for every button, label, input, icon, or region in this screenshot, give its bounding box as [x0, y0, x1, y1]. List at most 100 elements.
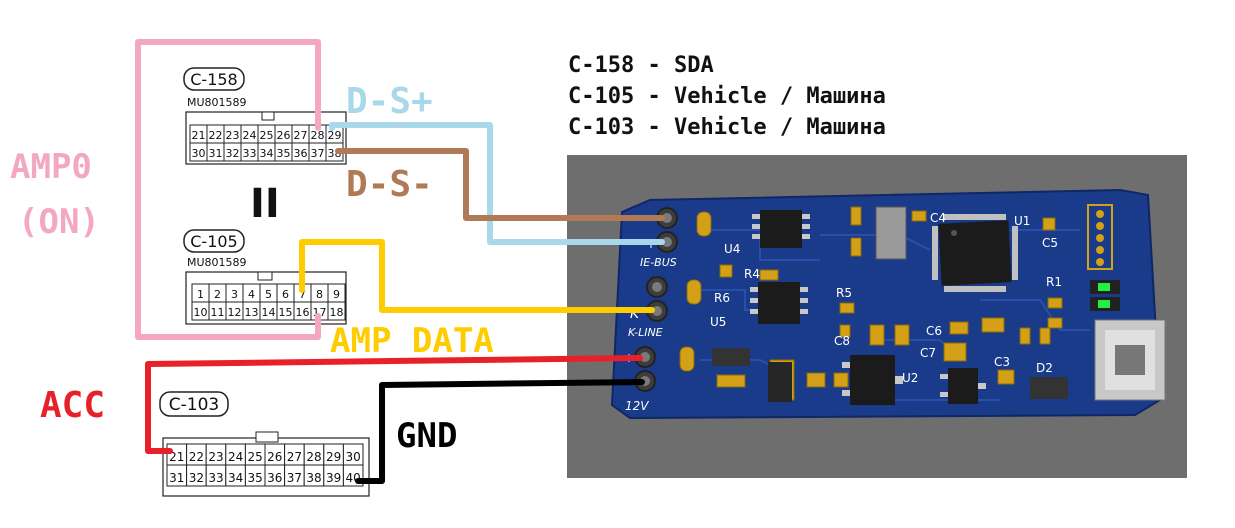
pin-number: 35 [277, 147, 291, 160]
ic-u1 [932, 214, 1018, 292]
pin-number: 3 [231, 288, 238, 301]
pin-number: 25 [248, 450, 263, 464]
equals-mark: II [250, 181, 280, 227]
pin-number: 35 [248, 471, 263, 485]
pin-number: 26 [267, 450, 282, 464]
board-label-kline: K-LINE [628, 326, 663, 339]
diode-d2 [1030, 377, 1068, 399]
wire-black-gnd [355, 379, 645, 484]
pin-number: 29 [326, 450, 341, 464]
ref-d2: D2 [1036, 361, 1053, 375]
pin-number: 24 [228, 450, 243, 464]
pin-number: 27 [294, 129, 308, 142]
pin-number: 2 [214, 288, 221, 301]
led-indicators [1090, 280, 1120, 311]
label-on: (ON) [18, 202, 100, 242]
pin-number: 28 [306, 450, 321, 464]
pin-number: 29 [328, 129, 342, 142]
pin-number: 11 [211, 306, 225, 319]
ref-u4: U4 [724, 242, 740, 256]
pin-number: 36 [294, 147, 308, 160]
label-amp-data: AMP DATA [330, 321, 494, 361]
terminal-block-top [656, 207, 678, 253]
pin-number: 32 [189, 471, 204, 485]
wire-yellow-amp-data [299, 239, 655, 313]
pin-cell [327, 301, 346, 321]
pin-number: 21 [192, 129, 206, 142]
label-gnd: GND [396, 416, 457, 456]
pin-number: 21 [169, 450, 184, 464]
pin-number: 8 [316, 288, 323, 301]
pin-number: 22 [209, 129, 223, 142]
ref-c4: C4 [930, 211, 946, 225]
pcb-board: - + IE-BUS K K-LINE + - 12V U4 R4 R6 U5 … [610, 188, 1166, 420]
ref-u2: U2 [902, 371, 918, 385]
ref-r4: R4 [744, 267, 760, 281]
pin-number: 39 [326, 471, 341, 485]
pin-number: 23 [208, 450, 223, 464]
legend-line-c158: C-158 - SDA [568, 53, 714, 78]
pin-number: 12 [228, 306, 242, 319]
ref-c7: C7 [920, 346, 936, 360]
ic-regulator [940, 368, 986, 404]
legend-line-c103: C-103 - Vehicle / Машина [568, 115, 886, 140]
pin-number: 31 [209, 147, 223, 160]
pin-number: 30 [346, 450, 361, 464]
pin-number: 38 [306, 471, 321, 485]
c158-part: MU801589 [187, 96, 247, 109]
pin-number: 25 [260, 129, 274, 142]
pin-number: 7 [299, 288, 306, 301]
pin-header [1087, 204, 1113, 270]
c105-part: MU801589 [187, 256, 247, 269]
pin-number: 1 [197, 288, 204, 301]
pin-number: 18 [330, 306, 344, 319]
ref-u1: U1 [1014, 214, 1030, 228]
board-label-12v: 12V [625, 399, 649, 413]
legend-line-c105: C-105 - Vehicle / Машина [568, 84, 886, 109]
pin-number: 36 [267, 471, 282, 485]
ref-r1: R1 [1046, 275, 1062, 289]
pin-number: 33 [243, 147, 257, 160]
pin-number: 27 [287, 450, 302, 464]
usb-connector [1094, 319, 1166, 401]
pin-number: 33 [208, 471, 223, 485]
diode-left [712, 348, 750, 366]
pin-number: 23 [226, 129, 240, 142]
ref-c3: C3 [994, 355, 1010, 369]
crystal [875, 206, 907, 260]
inductor [768, 362, 792, 402]
label-amp0: AMP0 [10, 147, 92, 187]
pin-number: 5 [265, 288, 272, 301]
pin-number: 16 [296, 306, 310, 319]
board-label-k: K [630, 306, 641, 322]
ref-r5: R5 [836, 286, 852, 300]
pin-number: 24 [243, 129, 257, 142]
label-ds-plus: D-S+ [346, 81, 433, 122]
ic-u2 [842, 355, 903, 405]
c105-tag: C-105 [190, 232, 237, 251]
pin-number: 10 [194, 306, 208, 319]
c103-tag: C-103 [169, 395, 219, 415]
label-acc: ACC [40, 385, 105, 426]
terminal-block-mid [646, 276, 668, 322]
pin-number: 30 [192, 147, 206, 160]
pin-number: 9 [333, 288, 340, 301]
ref-c5: C5 [1042, 236, 1058, 250]
pin-number: 34 [260, 147, 274, 160]
pin-number: 4 [248, 288, 255, 301]
ref-u5: U5 [710, 315, 726, 329]
pin-number: 31 [169, 471, 184, 485]
pin-number: 26 [277, 129, 291, 142]
pin-number: 15 [279, 306, 293, 319]
board-label-iebus: IE-BUS [640, 256, 677, 269]
pin-number: 32 [226, 147, 240, 160]
pin-number: 37 [287, 471, 302, 485]
pin-number: 13 [245, 306, 259, 319]
ic-u4 [752, 210, 810, 248]
label-ds-minus: D-S- [346, 164, 433, 205]
wire-brown-ds-minus [335, 148, 665, 221]
c158-tag: C-158 [190, 70, 237, 89]
